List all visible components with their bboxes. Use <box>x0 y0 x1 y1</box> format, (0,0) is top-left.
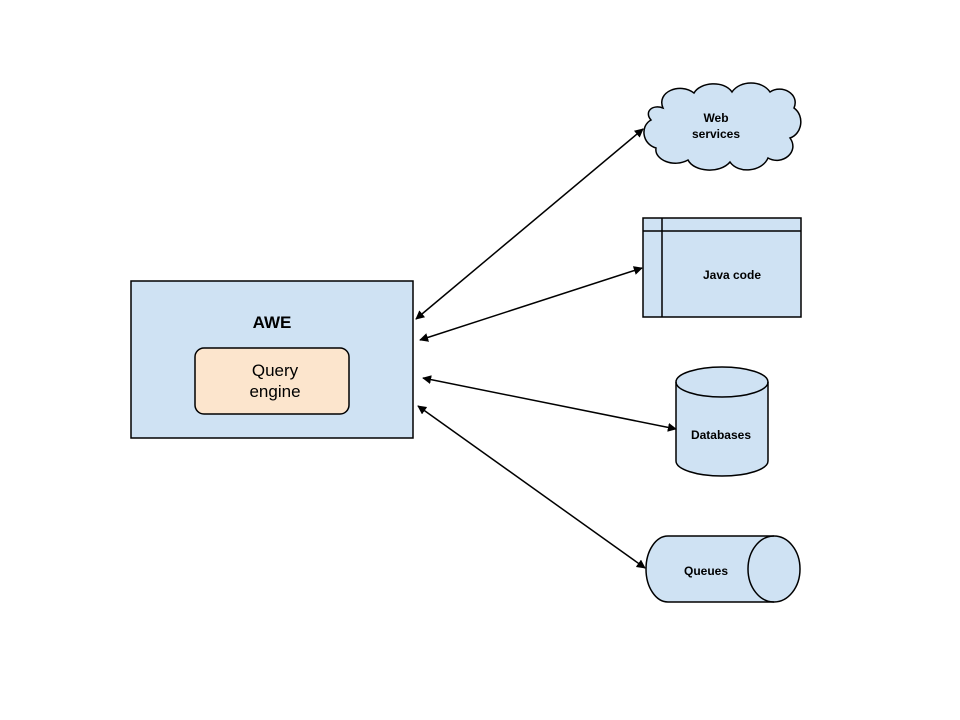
queues-label: Queues <box>684 564 728 578</box>
horizontal-cylinder-icon <box>645 535 801 603</box>
cylinder-icon <box>675 366 769 477</box>
arrow-awe-databases <box>422 375 677 432</box>
horizontal-cylinder-end-rim <box>747 535 775 603</box>
query-engine-node: Query engine <box>194 347 350 415</box>
web-services-label-line1: Web <box>703 111 728 125</box>
arrow-awe-web-services <box>415 128 644 320</box>
awe-title: AWE <box>253 313 292 332</box>
arrow-awe-java-code <box>419 266 643 342</box>
java-code-label: Java code <box>703 268 761 282</box>
query-engine-label-line2: engine <box>249 382 300 401</box>
awe-node: AWE Query engine <box>130 280 414 439</box>
java-code-node: Java code <box>642 217 802 318</box>
databases-label: Databases <box>691 428 751 442</box>
databases-node: Databases <box>675 366 769 477</box>
connections <box>415 128 677 569</box>
queues-node: Queues <box>645 535 801 603</box>
web-services-label-line2: services <box>692 127 740 141</box>
query-engine-box <box>194 347 350 415</box>
cloud-icon <box>643 82 802 171</box>
query-engine-label-line1: Query <box>252 361 299 380</box>
cylinder-top-rim <box>675 381 769 398</box>
arrow-awe-queues <box>417 405 646 569</box>
web-services-node: Web services <box>643 82 802 171</box>
